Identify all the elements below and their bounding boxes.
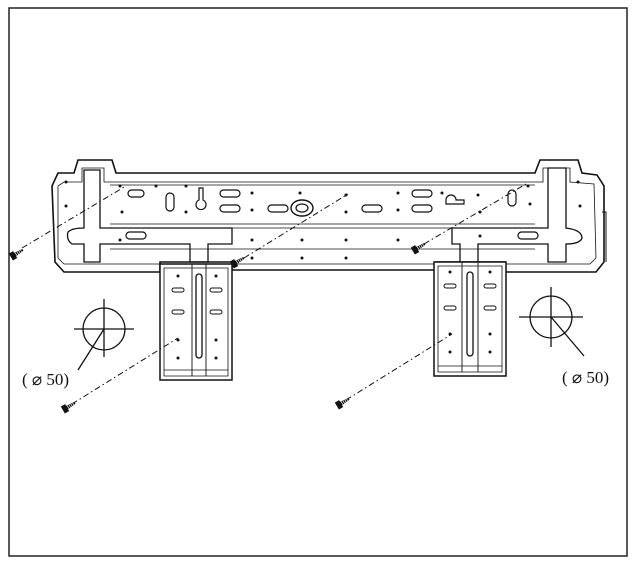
screw-icon [410,243,426,255]
plate-holes [64,180,582,260]
bracket-left-holes [176,274,218,360]
plate-slots [125,187,539,240]
crosshair-icon [519,287,585,357]
hole-diameter-label-left: ( ⌀ 50) [22,370,69,389]
screw-icon [60,402,76,414]
hole-diameter-label-right: ( ⌀ 50) [562,368,609,387]
bracket-left [159,263,233,381]
screw-icon [229,257,245,269]
bracket-right [433,261,507,377]
bracket-right-holes [448,270,492,354]
crosshair-icon [74,299,134,371]
figure-frame [8,7,628,557]
screw-icon [334,398,350,410]
screw-icon [8,249,24,261]
screw-guide-lines [21,183,527,405]
mounting-plate [51,159,607,273]
hook-strip-left [66,169,233,263]
